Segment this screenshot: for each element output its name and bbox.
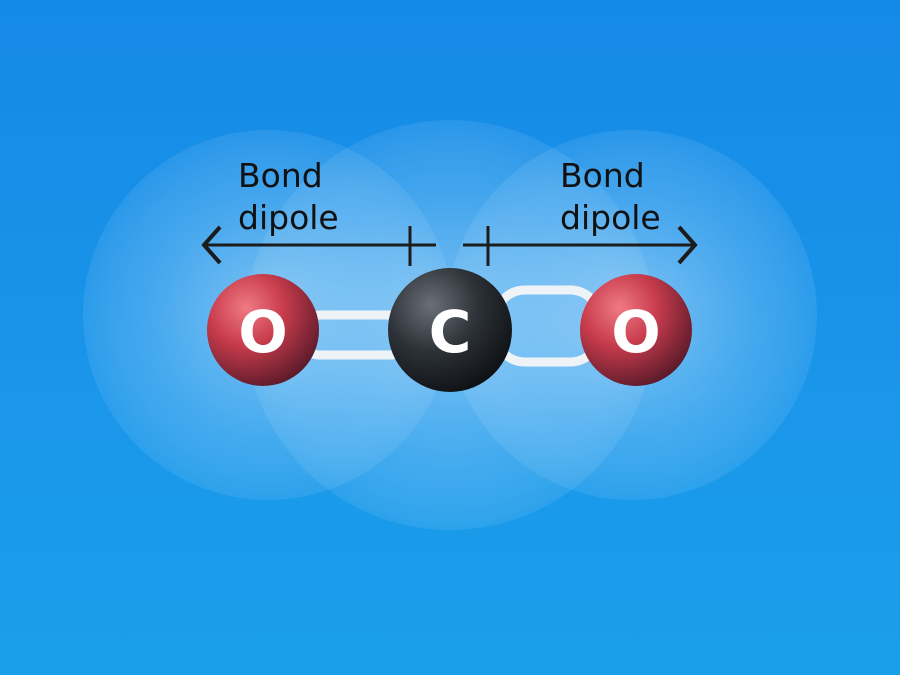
atom-label: O [611, 298, 660, 366]
left-bond-dipole-label: Bond dipole [238, 155, 339, 239]
atom-carbon: C [388, 268, 512, 392]
dipole-arrow-right [463, 225, 698, 266]
label-line: Bond [238, 156, 323, 195]
right-bond-dipole-label: Bond dipole [560, 155, 661, 239]
label-line: dipole [560, 198, 661, 237]
label-line: dipole [238, 198, 339, 237]
dipole-arrow-left [201, 225, 436, 266]
atom-oxygen-left: O [207, 274, 319, 386]
label-line: Bond [560, 156, 645, 195]
atom-oxygen-right: O [580, 274, 692, 386]
atom-label: C [429, 298, 472, 366]
atom-label: O [238, 298, 287, 366]
